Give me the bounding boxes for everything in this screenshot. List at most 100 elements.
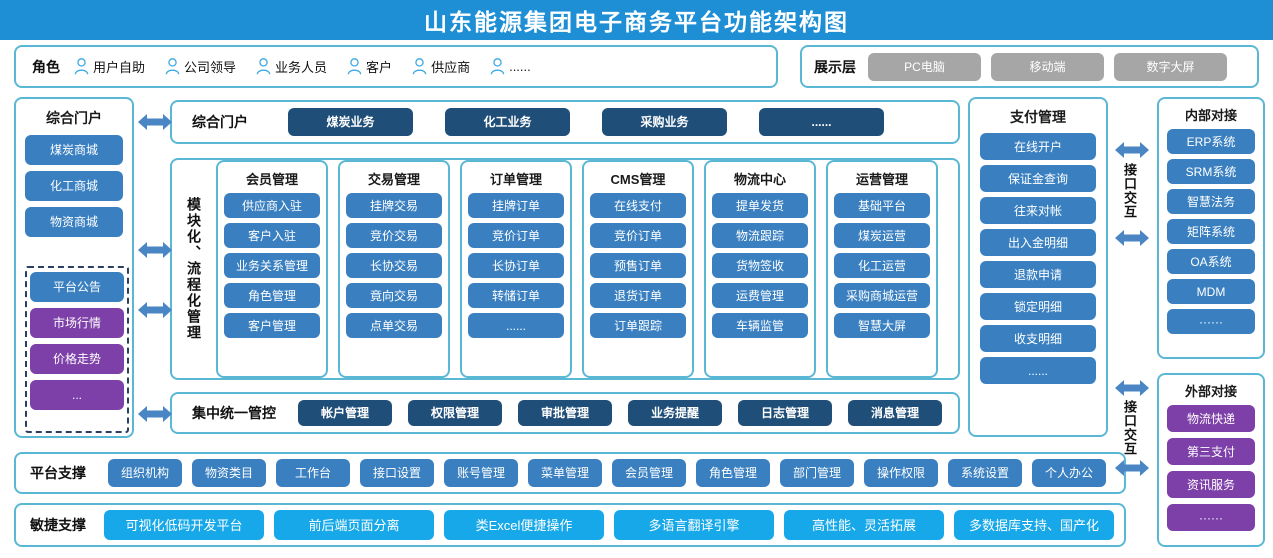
payment-item[interactable]: 锁定明细 bbox=[980, 293, 1096, 320]
display-layer-items: PC电脑移动端数字大屏 bbox=[868, 52, 1237, 81]
module-item[interactable]: 运费管理 bbox=[712, 283, 808, 308]
external-docking-item[interactable]: ······ bbox=[1167, 504, 1255, 531]
center-portal-item[interactable]: ...... bbox=[759, 108, 884, 136]
module-item[interactable]: 点单交易 bbox=[346, 313, 442, 338]
internal-docking-item[interactable]: 智慧法务 bbox=[1167, 189, 1255, 214]
internal-docking-item[interactable]: 矩阵系统 bbox=[1167, 219, 1255, 244]
unified-control-item[interactable]: 权限管理 bbox=[408, 400, 502, 426]
role-item-2[interactable]: 公司领导 bbox=[165, 57, 236, 76]
portal-dashed-item[interactable]: 平台公告 bbox=[30, 272, 124, 302]
portal-item[interactable]: 物资商城 bbox=[25, 207, 123, 237]
internal-docking-item[interactable]: ······ bbox=[1167, 309, 1255, 334]
unified-control-item[interactable]: 消息管理 bbox=[848, 400, 942, 426]
external-docking-item[interactable]: 资讯服务 bbox=[1167, 471, 1255, 498]
agile-support-item[interactable]: 多语言翻译引擎 bbox=[614, 510, 774, 540]
payment-item[interactable]: 在线开户 bbox=[980, 133, 1096, 160]
module-item[interactable]: 挂牌订单 bbox=[468, 193, 564, 218]
internal-docking-item[interactable]: ERP系统 bbox=[1167, 129, 1255, 154]
unified-control-item[interactable]: 帐户管理 bbox=[298, 400, 392, 426]
platform-support-item[interactable]: 组织机构 bbox=[108, 459, 182, 487]
module-item[interactable]: ...... bbox=[468, 313, 564, 338]
module-item[interactable]: 煤炭运营 bbox=[834, 223, 930, 248]
role-item-1[interactable]: 用户自助 bbox=[74, 57, 145, 76]
module-item[interactable]: 车辆监管 bbox=[712, 313, 808, 338]
role-item-5[interactable]: 供应商 bbox=[412, 57, 470, 76]
unified-control-item[interactable]: 日志管理 bbox=[738, 400, 832, 426]
portal-dashed-item[interactable]: 价格走势 bbox=[30, 344, 124, 374]
module-column-title: 物流中心 bbox=[733, 172, 786, 187]
center-portal-item[interactable]: 煤炭业务 bbox=[288, 108, 413, 136]
payment-item[interactable]: 退款申请 bbox=[980, 261, 1096, 288]
platform-support-item[interactable]: 个人办公 bbox=[1032, 459, 1106, 487]
module-item[interactable]: 订单跟踪 bbox=[590, 313, 686, 338]
display-layer-item[interactable]: PC电脑 bbox=[868, 52, 981, 81]
payment-item[interactable]: 保证金查询 bbox=[980, 165, 1096, 192]
portal-dashed-item[interactable]: 市场行情 bbox=[30, 308, 124, 338]
module-item[interactable]: 提单发货 bbox=[712, 193, 808, 218]
platform-support-item[interactable]: 操作权限 bbox=[864, 459, 938, 487]
agile-support-item[interactable]: 多数据库支持、国产化 bbox=[954, 510, 1114, 540]
module-item[interactable]: 竟向交易 bbox=[346, 283, 442, 308]
internal-docking-item[interactable]: OA系统 bbox=[1167, 249, 1255, 274]
internal-docking-item[interactable]: SRM系统 bbox=[1167, 159, 1255, 184]
unified-control-item[interactable]: 审批管理 bbox=[518, 400, 612, 426]
agile-support-item[interactable]: 类Excel便捷操作 bbox=[444, 510, 604, 540]
module-item[interactable]: 竞价订单 bbox=[468, 223, 564, 248]
unified-control-item[interactable]: 业务提醒 bbox=[628, 400, 722, 426]
module-item[interactable]: 转储订单 bbox=[468, 283, 564, 308]
module-item[interactable]: 物流跟踪 bbox=[712, 223, 808, 248]
center-portal-item[interactable]: 采购业务 bbox=[602, 108, 727, 136]
module-item[interactable]: 退货订单 bbox=[590, 283, 686, 308]
module-item[interactable]: 化工运营 bbox=[834, 253, 930, 278]
platform-support-item[interactable]: 会员管理 bbox=[612, 459, 686, 487]
platform-support-item[interactable]: 账号管理 bbox=[444, 459, 518, 487]
agile-support-item[interactable]: 可视化低码开发平台 bbox=[104, 510, 264, 540]
role-item-label: 客户 bbox=[366, 60, 393, 75]
center-portal-item[interactable]: 化工业务 bbox=[445, 108, 570, 136]
role-item-6[interactable]: ...... bbox=[490, 58, 531, 75]
platform-support-item[interactable]: 部门管理 bbox=[780, 459, 854, 487]
module-column-1: 会员管理供应商入驻客户入驻业务关系管理角色管理客户管理 bbox=[216, 160, 328, 378]
role-item-4[interactable]: 客户 bbox=[347, 57, 392, 76]
module-item[interactable]: 长协订单 bbox=[468, 253, 564, 278]
portal-dashed-group: 平台公告市场行情价格走势... bbox=[25, 266, 129, 433]
module-item[interactable]: 竞价订单 bbox=[590, 223, 686, 248]
module-item[interactable]: 智慧大屏 bbox=[834, 313, 930, 338]
module-item[interactable]: 货物签收 bbox=[712, 253, 808, 278]
module-item[interactable]: 挂牌交易 bbox=[346, 193, 442, 218]
module-item[interactable]: 供应商入驻 bbox=[224, 193, 320, 218]
module-item[interactable]: 采购商城运营 bbox=[834, 283, 930, 308]
platform-support-item[interactable]: 工作台 bbox=[276, 459, 350, 487]
display-layer-item[interactable]: 移动端 bbox=[991, 52, 1104, 81]
agile-support-item[interactable]: 前后端页面分离 bbox=[274, 510, 434, 540]
platform-support-item[interactable]: 系统设置 bbox=[948, 459, 1022, 487]
platform-support-item[interactable]: 接口设置 bbox=[360, 459, 434, 487]
portal-item[interactable]: 煤炭商城 bbox=[25, 135, 123, 165]
module-item[interactable]: 业务关系管理 bbox=[224, 253, 320, 278]
role-item-label: 用户自助 bbox=[93, 60, 146, 75]
module-item[interactable]: 客户管理 bbox=[224, 313, 320, 338]
role-item-3[interactable]: 业务人员 bbox=[256, 57, 327, 76]
payment-item[interactable]: 出入金明细 bbox=[980, 229, 1096, 256]
internal-docking-item[interactable]: MDM bbox=[1167, 279, 1255, 304]
display-layer-item[interactable]: 数字大屏 bbox=[1114, 52, 1227, 81]
external-docking-item[interactable]: 第三支付 bbox=[1167, 438, 1255, 465]
portal-dashed-item[interactable]: ... bbox=[30, 380, 124, 410]
platform-support-item[interactable]: 物资类目 bbox=[192, 459, 266, 487]
external-docking-item[interactable]: 物流快递 bbox=[1167, 405, 1255, 432]
module-item[interactable]: 角色管理 bbox=[224, 283, 320, 308]
module-item[interactable]: 在线支付 bbox=[590, 193, 686, 218]
module-item[interactable]: 长协交易 bbox=[346, 253, 442, 278]
payment-item[interactable]: ...... bbox=[980, 357, 1096, 384]
agile-support-item[interactable]: 高性能、灵活拓展 bbox=[784, 510, 944, 540]
module-column-title: 运营管理 bbox=[855, 172, 908, 187]
module-item[interactable]: 基础平台 bbox=[834, 193, 930, 218]
platform-support-item[interactable]: 角色管理 bbox=[696, 459, 770, 487]
payment-item[interactable]: 往来对帐 bbox=[980, 197, 1096, 224]
payment-item[interactable]: 收支明细 bbox=[980, 325, 1096, 352]
platform-support-item[interactable]: 菜单管理 bbox=[528, 459, 602, 487]
module-item[interactable]: 客户入驻 bbox=[224, 223, 320, 248]
module-item[interactable]: 竞价交易 bbox=[346, 223, 442, 248]
module-item[interactable]: 预售订单 bbox=[590, 253, 686, 278]
portal-item[interactable]: 化工商城 bbox=[25, 171, 123, 201]
